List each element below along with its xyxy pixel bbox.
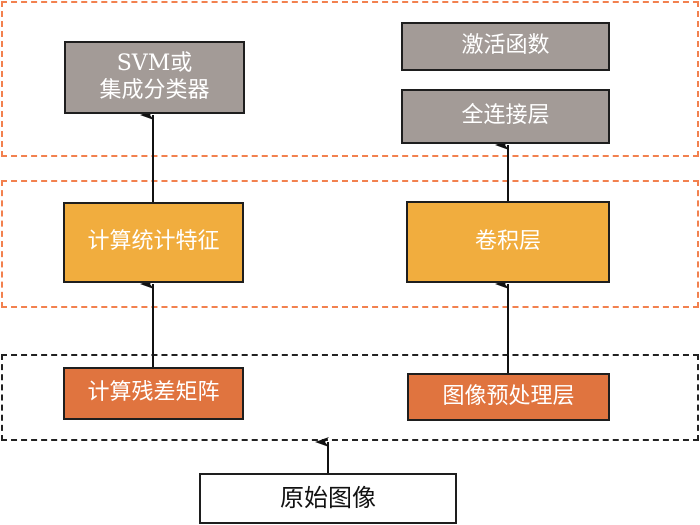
group-output-stage [1,1,699,157]
node-label: 图像预处理层 [442,383,575,409]
node-raw-image: 原始图像 [199,473,457,524]
node-svm-classifier: SVM或 集成分类器 [64,41,245,114]
group-preprocess-stage [1,354,699,441]
node-compute-statistical-features: 计算统计特征 [63,202,244,283]
node-label: 原始图像 [280,484,376,513]
node-convolution-layer: 卷积层 [406,201,610,283]
node-label: 卷积层 [474,228,541,254]
group-feature-stage [1,180,699,308]
node-label: 计算残差矩阵 [87,380,220,406]
node-compute-residual-matrix: 计算残差矩阵 [63,367,244,420]
node-fully-connected-layer: 全连接层 [401,89,610,144]
node-label: 全连接层 [461,103,550,129]
node-activation-function: 激活函数 [401,22,610,71]
node-label: 激活函数 [461,33,550,59]
node-image-preprocessing-layer: 图像预处理层 [407,373,610,421]
node-label: SVM或 集成分类器 [99,51,210,103]
node-label: 计算统计特征 [87,229,220,255]
